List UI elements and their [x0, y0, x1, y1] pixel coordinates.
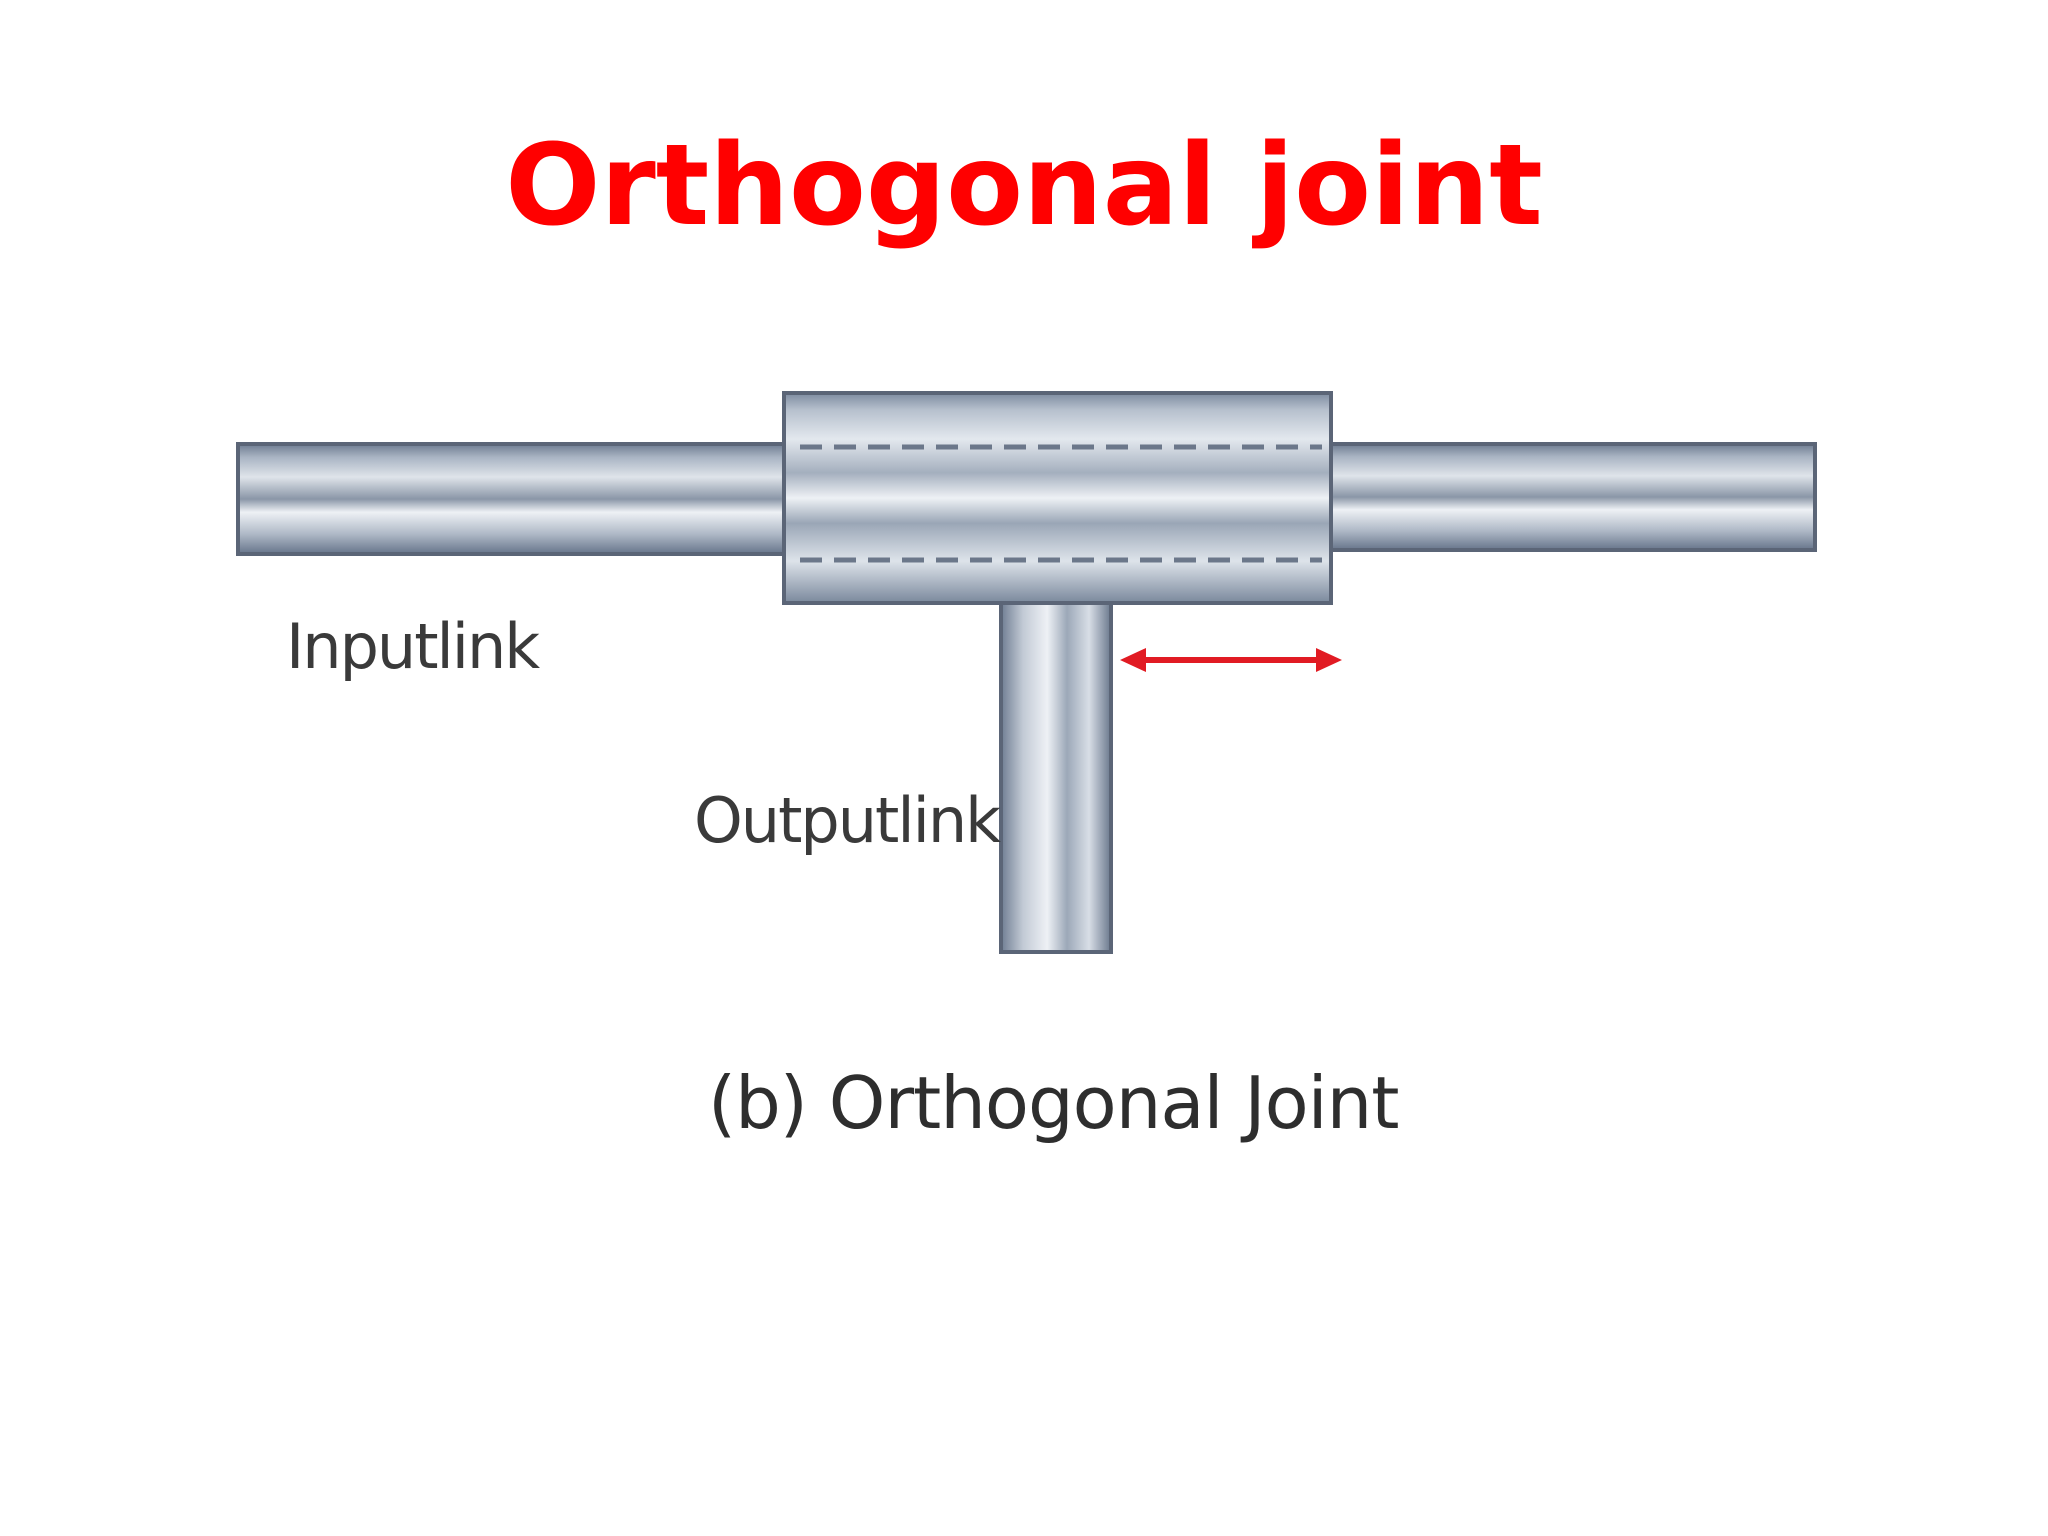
input-link-rod-right — [1325, 442, 1817, 552]
input-link-label: Inputlink — [286, 610, 540, 683]
joint-sleeve — [782, 391, 1333, 605]
motion-double-arrow — [1120, 648, 1342, 672]
diagram-caption: (b) Orthogonal Joint — [708, 1061, 1399, 1145]
input-link-rod-left — [236, 442, 790, 556]
output-link-rod — [999, 598, 1113, 954]
slide-title: Orthogonal joint — [505, 121, 1543, 251]
output-link-label: Outputlink — [694, 784, 1001, 857]
